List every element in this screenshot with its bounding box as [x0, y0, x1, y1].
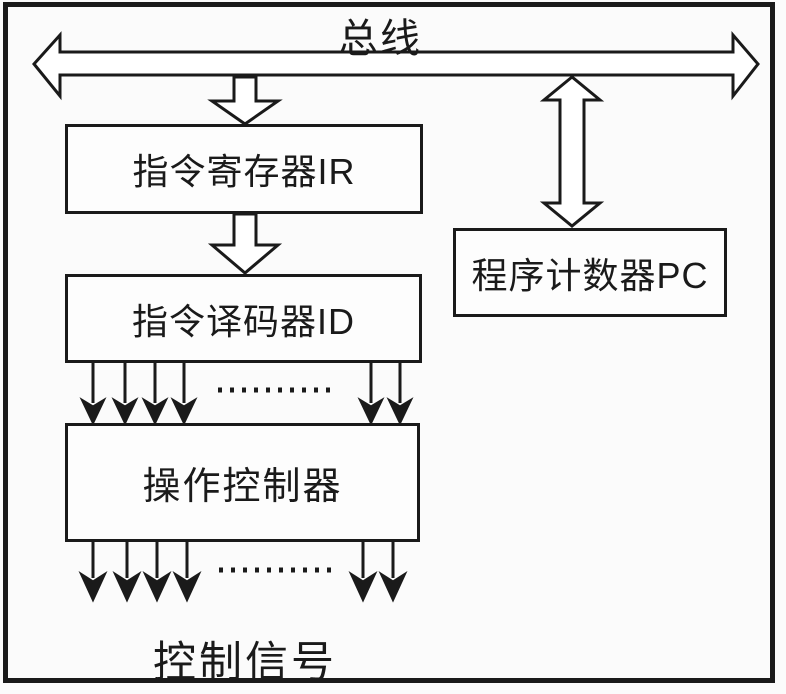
bus-to-ir-arrow: [207, 75, 283, 126]
node-instruction-register-label: 指令寄存器IR: [132, 151, 356, 192]
node-instruction-decoder: 指令译码器ID: [65, 274, 422, 363]
bus-label: 总线: [338, 17, 422, 61]
bus-pc-double-arrow: [539, 75, 605, 228]
bus-double-arrow: [32, 30, 760, 101]
node-instruction-register: 指令寄存器IR: [65, 124, 423, 214]
decoder-output-arrows: [79, 362, 414, 426]
node-instruction-decoder-label: 指令译码器ID: [131, 300, 355, 342]
node-operation-controller: 操作控制器: [65, 423, 420, 542]
control-signal-label: 控制信号: [153, 639, 337, 687]
ir-to-id-arrow: [207, 212, 283, 275]
node-program-counter: 程序计数器PC: [453, 228, 727, 317]
node-program-counter-label: 程序计数器PC: [471, 254, 709, 296]
controller-output-arrows: [78, 542, 408, 603]
node-operation-controller-label: 操作控制器: [142, 466, 343, 508]
